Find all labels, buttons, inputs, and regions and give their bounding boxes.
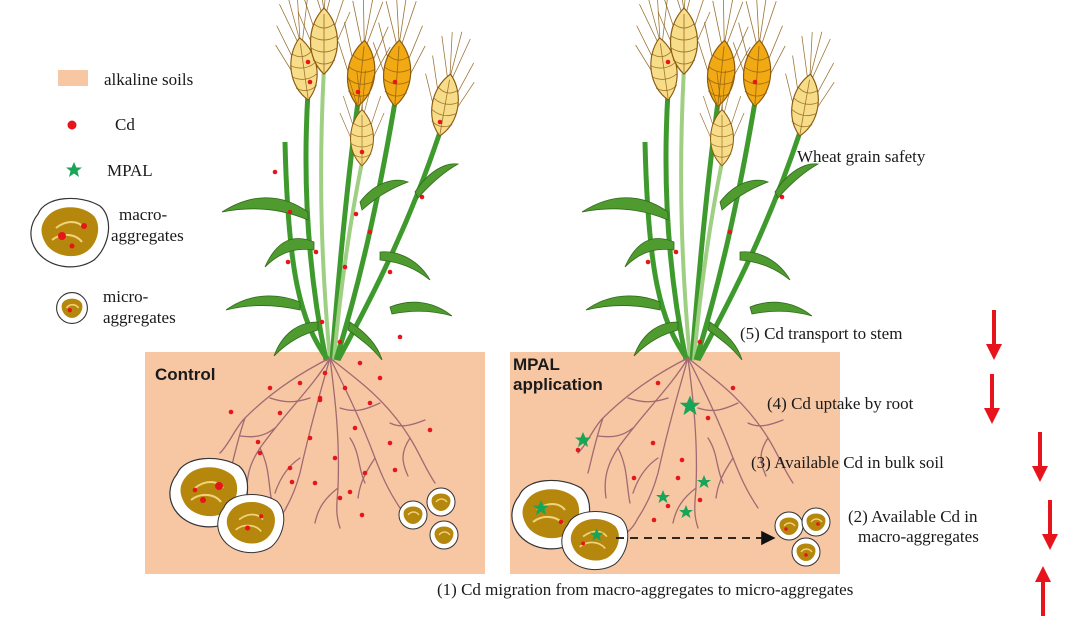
legend-soil-swatch xyxy=(58,70,88,86)
arrow-down-icon-step5 xyxy=(986,310,1002,360)
control-macro-aggregate-2 xyxy=(216,493,285,554)
step-2-label-1: (2) Available Cd in xyxy=(848,507,978,526)
outcome-label: Wheat grain safety xyxy=(797,147,926,166)
control-panel-label: Control xyxy=(155,365,216,384)
control-soil-cd-dots xyxy=(228,397,433,518)
trend-arrows xyxy=(984,310,1058,616)
legend-label-micro-2: aggregates xyxy=(103,308,176,327)
arrow-down-icon-step2 xyxy=(1042,500,1058,550)
arrow-down-icon-step3 xyxy=(1032,432,1048,482)
arrow-down-icon-step4 xyxy=(984,374,1000,424)
mpal-root-system-icon xyxy=(577,357,794,537)
legend-label-macro-2: aggregates xyxy=(111,226,184,245)
step-1-label: (1) Cd migration from macro-aggregates t… xyxy=(437,580,854,599)
mpal-soil-stars xyxy=(575,432,711,518)
mpal-micro-aggregates xyxy=(774,507,831,567)
control-wheat-plant-icon xyxy=(222,0,482,360)
legend-label-mpal: MPAL xyxy=(107,161,153,180)
mpal-macro-aggregate-1 xyxy=(510,479,591,550)
mpal-panel-label-2: application xyxy=(513,375,603,394)
legend-label-cd: Cd xyxy=(115,115,135,134)
mpal-panel-label-1: MPAL xyxy=(513,355,560,374)
arrow-up-icon-step1 xyxy=(1035,566,1051,616)
mpal-soil-cd-dots xyxy=(575,447,703,523)
mpal-wheat-plant-icon xyxy=(582,0,842,360)
control-root-system-icon xyxy=(219,357,436,537)
legend-label-micro-1: micro- xyxy=(103,287,149,306)
step-5-label: (5) Cd transport to stem xyxy=(740,324,903,343)
step-4-label: (4) Cd uptake by root xyxy=(767,394,914,413)
mpal-macro-aggregate-2 xyxy=(560,510,629,571)
legend-macro-aggregate-icon xyxy=(29,197,110,268)
legend-micro-aggregate-icon xyxy=(55,291,89,325)
legend-label-macro-1: macro- xyxy=(119,205,168,224)
control-macro-aggregate-1 xyxy=(168,457,249,528)
step-2-label-2: macro-aggregates xyxy=(858,527,979,546)
legend-mpal-star-icon xyxy=(66,162,82,177)
step-3-label: (3) Available Cd in bulk soil xyxy=(751,453,944,472)
legend-label-alkaline-soils: alkaline soils xyxy=(104,70,194,89)
legend-cd-dot-icon xyxy=(67,120,77,130)
